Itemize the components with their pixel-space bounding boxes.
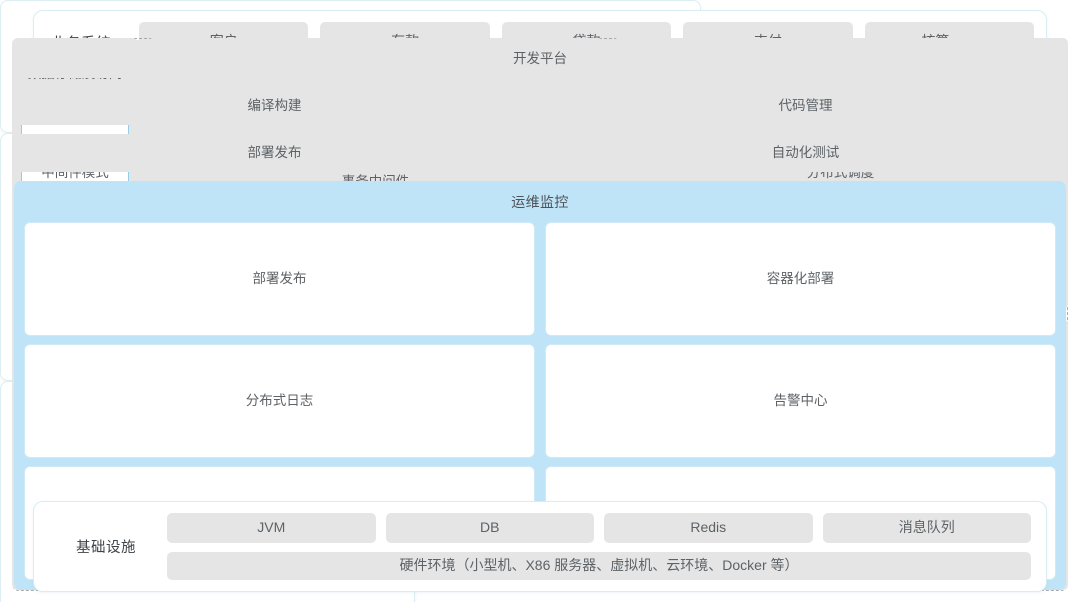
infrastructure-item-db[interactable]: DB [385, 513, 594, 543]
infrastructure-panel: 基础设施 JVM DB Redis 消息队列 硬件环境（小型机、X86 服务器、… [33, 501, 1047, 592]
infrastructure-body: JVM DB Redis 消息队列 硬件环境（小型机、X86 服务器、虚拟机、云… [167, 513, 1031, 580]
infrastructure-item-message-queue[interactable]: 消息队列 [822, 513, 1031, 543]
devops-row-2: 部署发布 自动化测试 [14, 134, 1066, 172]
infrastructure-hardware-bar[interactable]: 硬件环境（小型机、X86 服务器、虚拟机、云环境、Docker 等） [167, 551, 1031, 580]
devops-item-code-management[interactable]: 代码管理 [545, 87, 1066, 125]
ops-item-containerized-deploy[interactable]: 容器化部署 [545, 222, 1056, 336]
devops-row-1: 编译构建 代码管理 [14, 87, 1066, 125]
infrastructure-item-redis[interactable]: Redis [604, 513, 813, 543]
devops-item-compile-build[interactable]: 编译构建 [14, 87, 535, 125]
ops-item-alert-center[interactable]: 告警中心 [545, 344, 1056, 458]
infrastructure-label: 基础设施 [76, 540, 136, 556]
devops-item-dev-platform[interactable]: 开发平台 [14, 40, 1066, 78]
infrastructure-item-jvm[interactable]: JVM [167, 513, 376, 543]
devops-item-deploy-release[interactable]: 部署发布 [14, 134, 535, 172]
devops-item-automated-testing[interactable]: 自动化测试 [545, 134, 1066, 172]
ops-item-deploy-release[interactable]: 部署发布 [24, 222, 535, 336]
ops-monitoring-title: 运维监控 [511, 194, 569, 210]
infrastructure-list: JVM DB Redis 消息队列 [167, 513, 1031, 543]
ops-item-distributed-logs[interactable]: 分布式日志 [24, 344, 535, 458]
